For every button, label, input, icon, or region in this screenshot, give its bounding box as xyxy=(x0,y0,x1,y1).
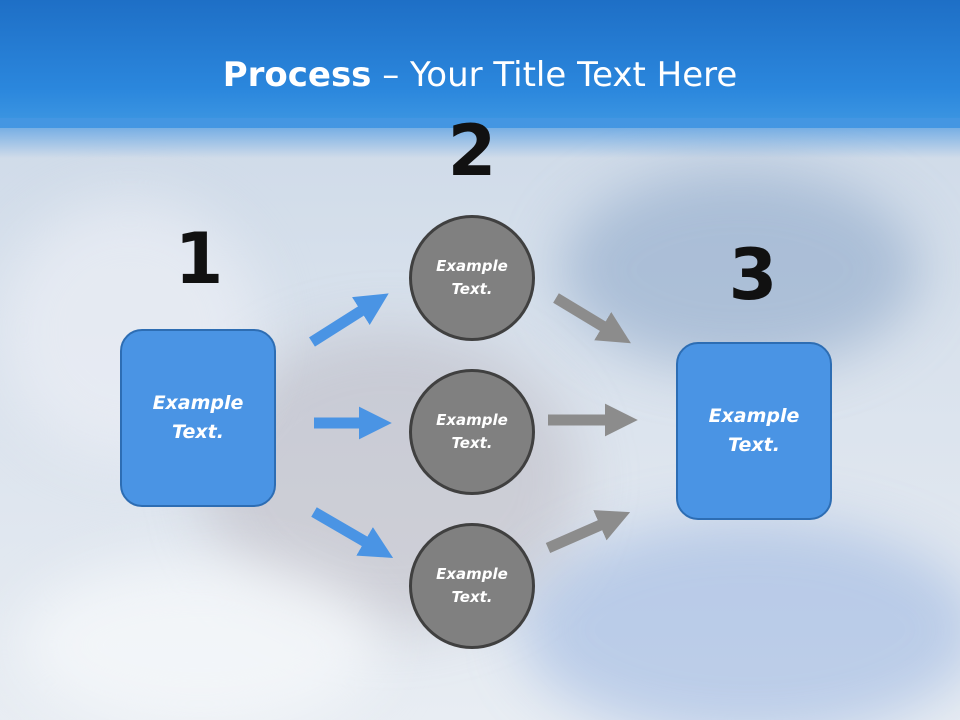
step-number-2: 2 xyxy=(447,110,497,192)
step-number-3: 3 xyxy=(728,234,778,316)
step-2-middle-text: Example Text. xyxy=(436,411,508,452)
slide-title: Process – Your Title Text Here xyxy=(0,52,960,98)
step-1-box: Example Text. xyxy=(120,329,276,507)
step-2-bottom-text: Example Text. xyxy=(436,565,508,606)
title-rest: – Your Title Text Here xyxy=(371,55,738,95)
arrow-1-to-2-bottom xyxy=(311,507,394,558)
step-number-1: 1 xyxy=(174,218,224,300)
background-blob xyxy=(20,560,380,720)
step-3-box: Example Text. xyxy=(676,342,832,520)
title-bar xyxy=(0,0,960,128)
arrow-2-top-to-3 xyxy=(553,293,631,344)
arrow-1-to-2-top xyxy=(309,293,389,347)
step-1-text: Example Text. xyxy=(152,392,244,443)
arrow-2-bottom-to-3 xyxy=(545,510,631,554)
step-2-circle-bottom: Example Text. xyxy=(409,523,535,649)
background-blob xyxy=(520,520,960,720)
title-bar-fade xyxy=(0,118,960,158)
title-strong: Process xyxy=(222,55,372,95)
step-2-top-text: Example Text. xyxy=(436,257,508,298)
step-2-circle-middle: Example Text. xyxy=(409,369,535,495)
step-2-circle-top: Example Text. xyxy=(409,215,535,341)
step-3-text: Example Text. xyxy=(708,405,800,456)
